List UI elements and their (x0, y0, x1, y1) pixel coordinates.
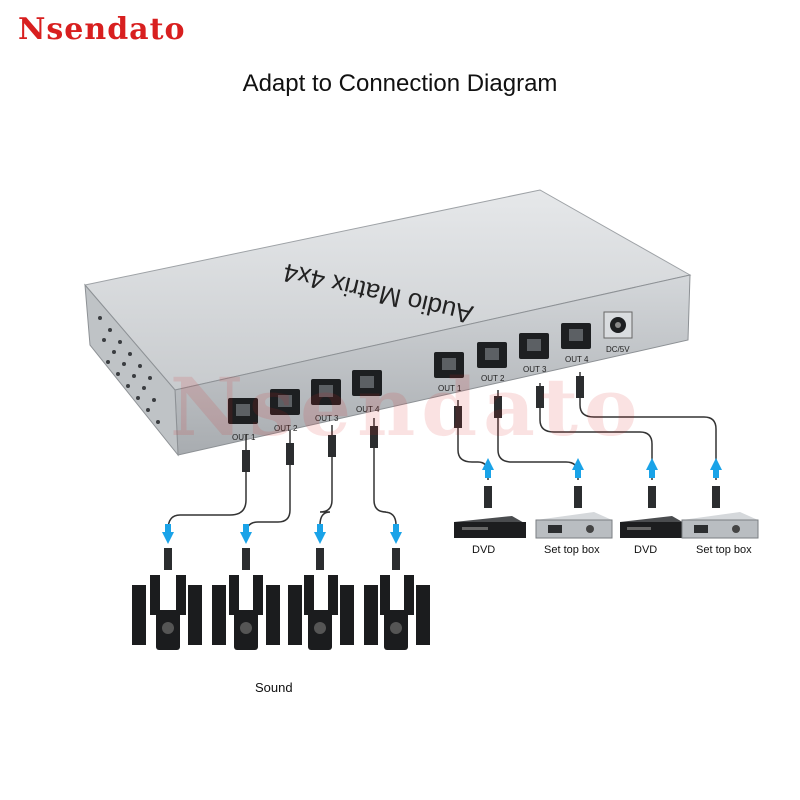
dc-power-port[interactable]: DC/5V (603, 311, 633, 354)
source-label-4: Set top box (696, 544, 752, 556)
dvd-player-2 (620, 516, 686, 538)
speaker-set-4 (364, 575, 430, 650)
audio-matrix-device: Audio Matrix 4x4 OUT 1 OUT 2 OUT 3 (84, 189, 692, 457)
speaker-connectors (242, 426, 378, 472)
right-port-4[interactable]: OUT 4 (561, 323, 591, 364)
left-port-1-label: OUT 1 (232, 433, 256, 442)
right-port-3[interactable]: OUT 3 (519, 333, 549, 374)
vent-grille (98, 316, 160, 424)
speaker-set-1 (132, 575, 202, 650)
brand-logo: Nsendato (18, 12, 186, 47)
source-connectors (454, 376, 584, 428)
speaker-plugs (164, 548, 400, 570)
sound-label: Sound (255, 680, 293, 695)
right-port-3-label: OUT 3 (523, 365, 547, 374)
down-arrow-icons (162, 524, 402, 544)
brand-watermark: Nsendato (170, 360, 644, 454)
source-label-3: DVD (634, 544, 658, 556)
left-port-1[interactable]: OUT 1 (228, 398, 258, 442)
right-port-1-label: OUT 1 (438, 384, 462, 393)
left-port-4-label: OUT 4 (356, 405, 380, 414)
up-arrow-icons (482, 458, 722, 478)
right-port-2-label: OUT 2 (481, 374, 505, 383)
right-port-2[interactable]: OUT 2 (477, 342, 507, 383)
left-port-4[interactable]: OUT 4 (352, 370, 382, 414)
speaker-set-3 (288, 575, 354, 650)
dc-power-label: DC/5V (606, 345, 630, 354)
speaker-set-2 (212, 575, 280, 650)
set-top-box-1 (535, 512, 613, 539)
device-side-panel (84, 283, 179, 457)
dvd-player-1 (454, 516, 526, 538)
left-port-2[interactable]: OUT 2 (270, 389, 300, 433)
diagram-title: Adapt to Connection Diagram (242, 70, 558, 97)
set-top-box-2 (681, 512, 759, 539)
source-label-1: DVD (472, 544, 496, 556)
right-port-4-label: OUT 4 (565, 355, 589, 364)
right-port-1[interactable]: OUT 1 (434, 352, 464, 393)
source-plugs (484, 486, 720, 508)
source-label-2: Set top box (544, 544, 600, 556)
left-port-3[interactable]: OUT 3 (311, 379, 341, 423)
left-port-2-label: OUT 2 (274, 424, 298, 433)
left-port-3-label: OUT 3 (315, 414, 339, 423)
